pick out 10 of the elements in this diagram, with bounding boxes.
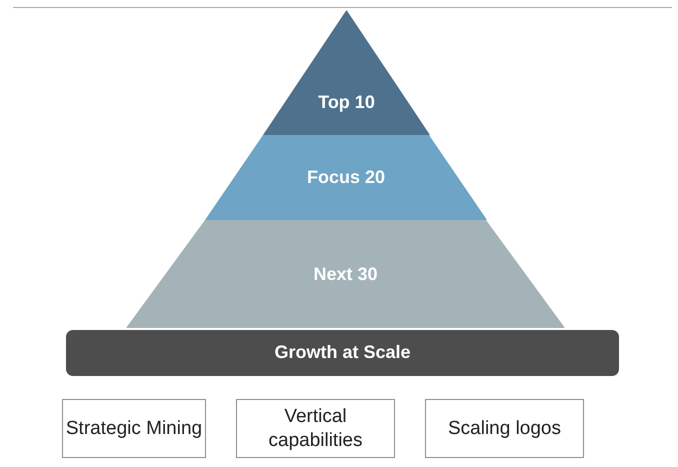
category-box (236, 399, 395, 458)
bar-label: Growth at Scale (274, 342, 411, 362)
tier-label: Top 10 (318, 92, 375, 112)
category-box (425, 399, 584, 458)
tier-label: Next 30 (313, 264, 378, 284)
category-label: Vertical capabilities (268, 404, 364, 452)
category-box (62, 399, 206, 458)
category-label: Strategic Mining (66, 416, 202, 440)
category-label: Scaling logos (448, 416, 562, 440)
tier-label: Focus 20 (306, 167, 386, 187)
